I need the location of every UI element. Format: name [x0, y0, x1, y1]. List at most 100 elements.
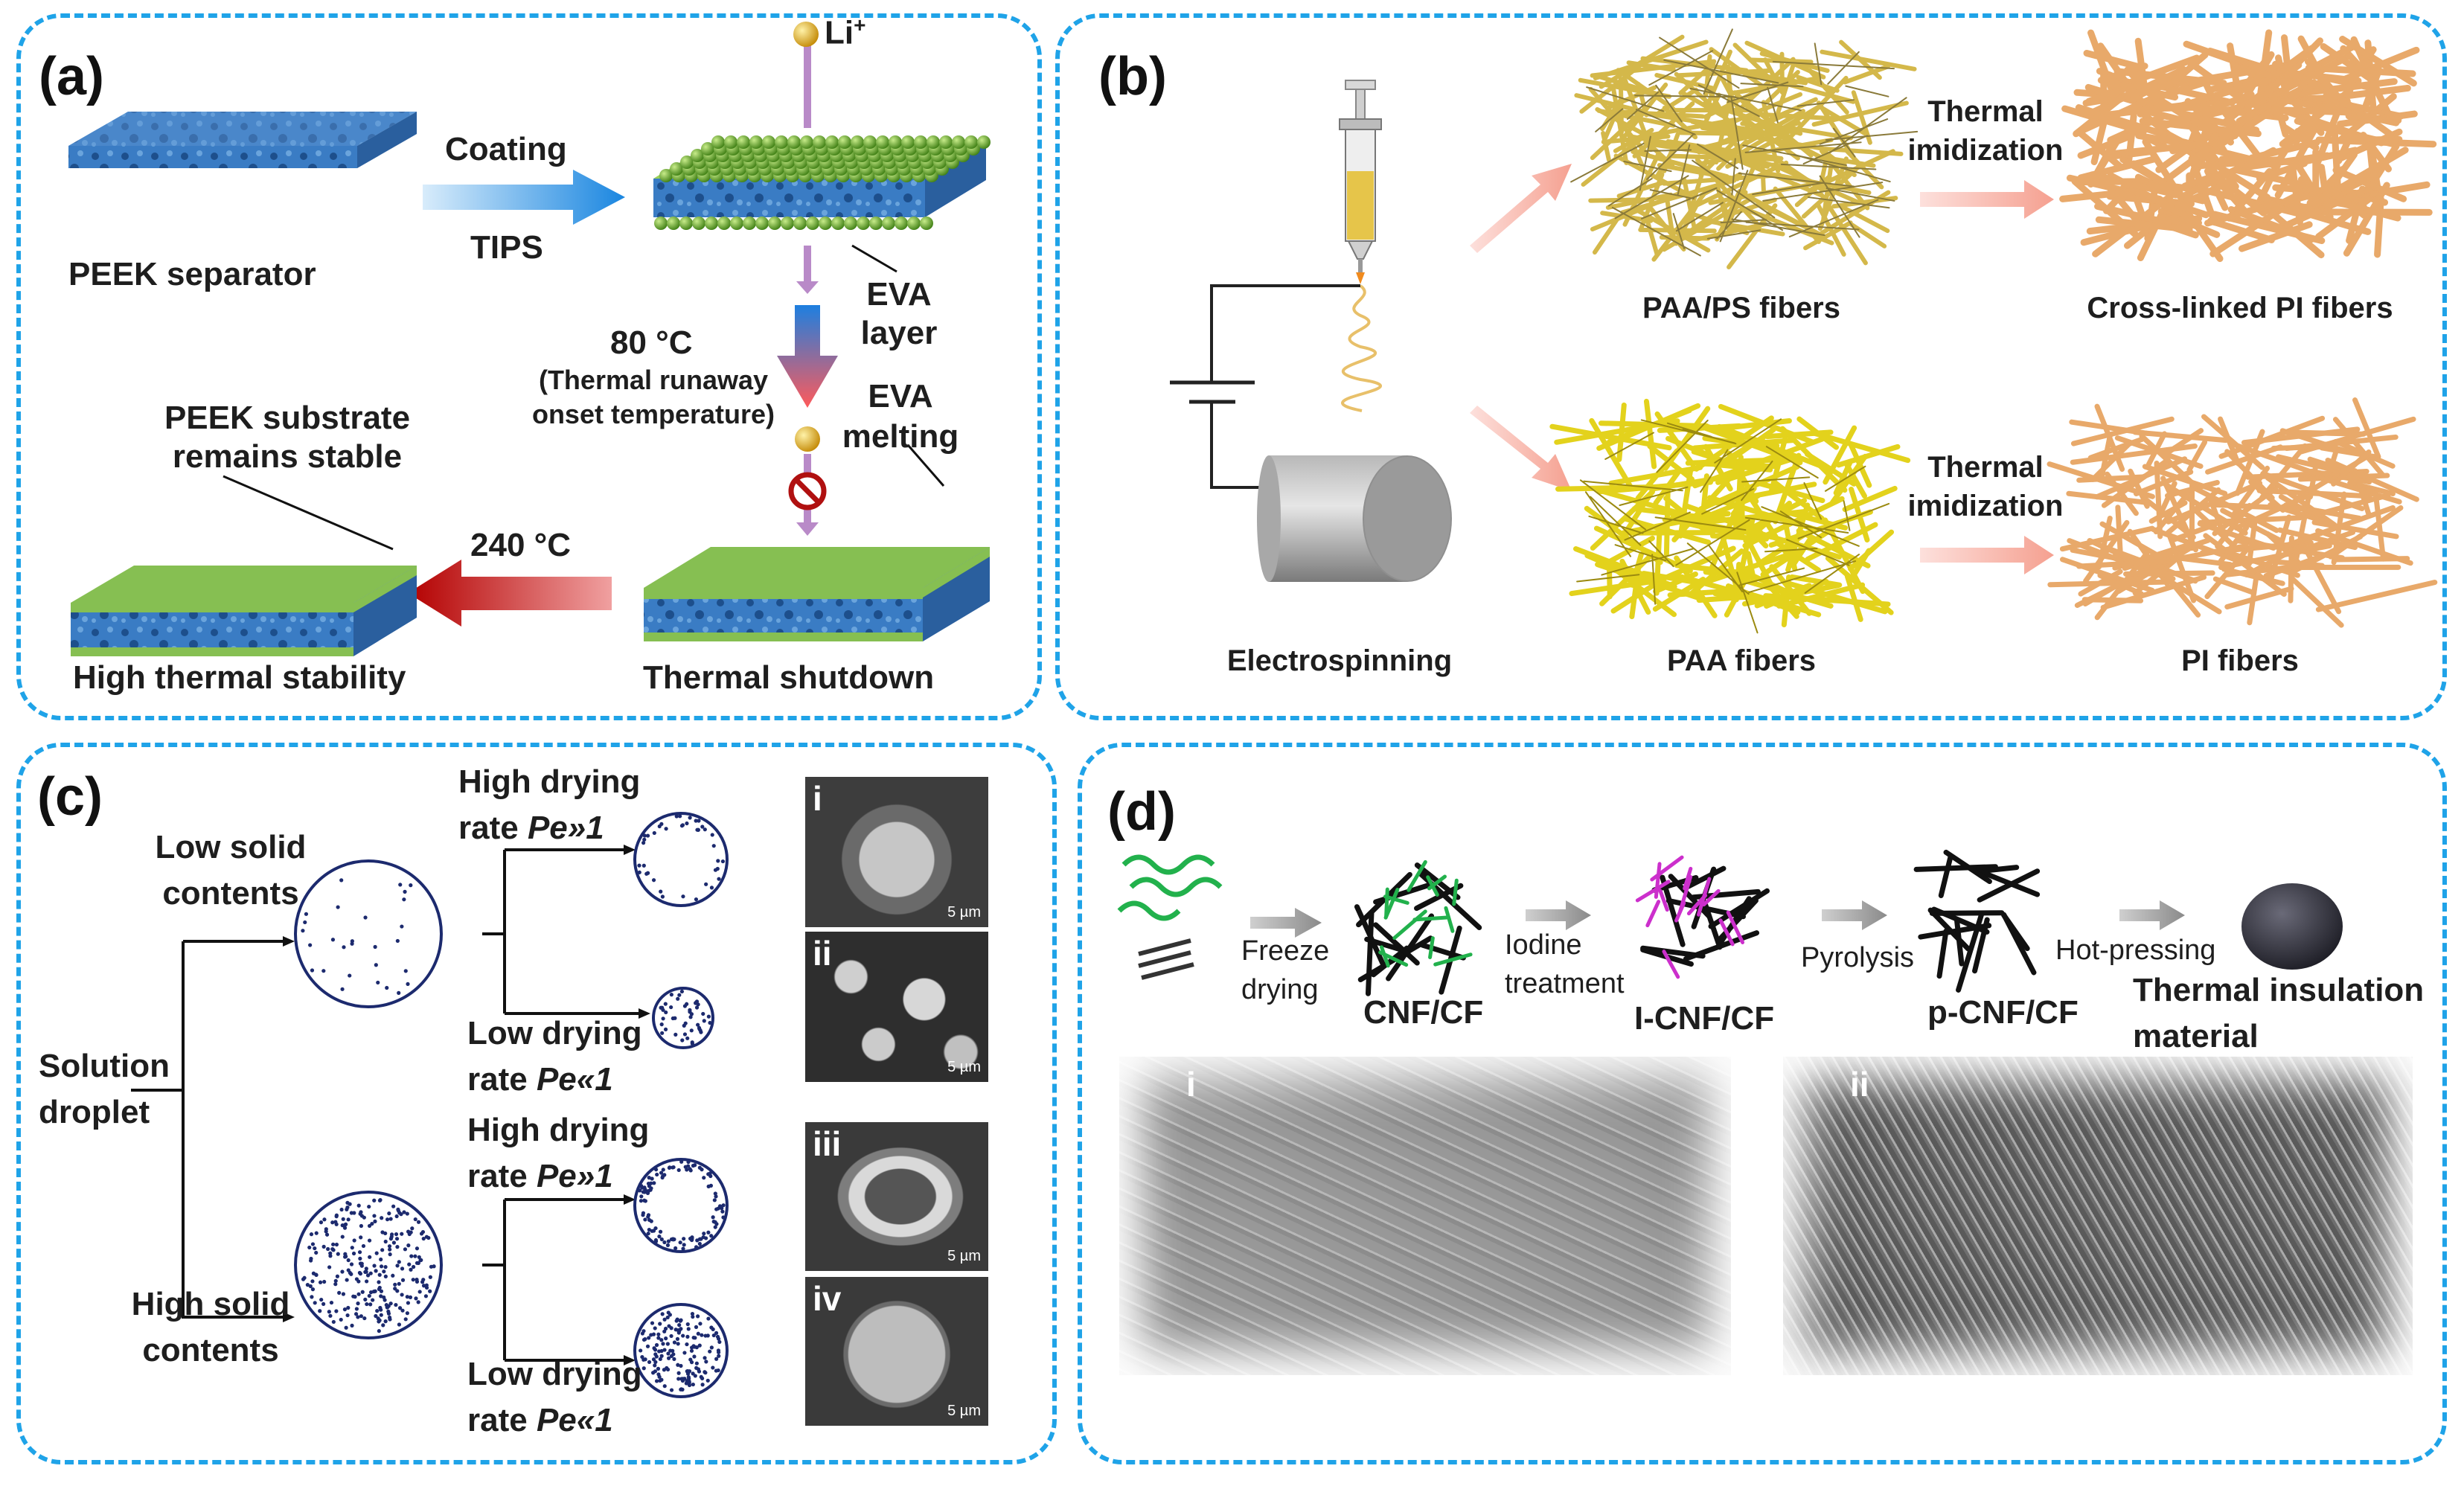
- sem-image-i: i 5 µm: [805, 777, 988, 927]
- iodine-line1: Iodine: [1505, 929, 1582, 961]
- freeze-drying-label: Freeze drying: [1241, 932, 1329, 1009]
- eva-melting-line2: melting: [842, 418, 959, 455]
- sem-ii-label: ii: [813, 934, 832, 973]
- high-thermal-stability-label: High thermal stability: [73, 659, 406, 696]
- hd2-rate: rate: [467, 1158, 537, 1194]
- iodine-treatment-label: Iodine treatment: [1505, 926, 1625, 1003]
- sem-iii-scale: 5 µm: [947, 1248, 981, 1264]
- p-cnf-cf-label: p-CNF/CF: [1927, 994, 2079, 1031]
- sem-image-iii: iii 5 µm: [805, 1122, 988, 1271]
- panel-a-frame: [16, 13, 1042, 720]
- cross-linked-pi-label: Cross-linked PI fibers: [2087, 292, 2393, 324]
- hd1-pe: Pe»1: [527, 810, 604, 846]
- high-drying-upper-label: High drying rate Pe»1: [458, 759, 640, 851]
- ld1-line2: rate Pe«1: [467, 1057, 642, 1103]
- ld2-line1: Low drying: [467, 1356, 642, 1392]
- thermal-shutdown-label: Thermal shutdown: [643, 659, 935, 696]
- hot-pressing-label: Hot-pressing: [2055, 935, 2216, 966]
- peek-substrate-line1: PEEK substrate: [164, 400, 411, 436]
- peek-substrate-line2: remains stable: [172, 438, 403, 475]
- panel-a-label: (a): [39, 47, 104, 106]
- tips-label: TIPS: [470, 229, 543, 266]
- li-text: Li: [825, 14, 854, 51]
- thermal-insulation-label: Thermal insulation material: [2133, 967, 2424, 1060]
- i-cnf-cf-label: I-CNF/CF: [1634, 1000, 1775, 1037]
- eva-layer-line1: EVA: [866, 276, 932, 313]
- ld1-rate: rate: [467, 1061, 537, 1098]
- sem-image-d-i: i: [1119, 1057, 1731, 1375]
- panel-d-label: (d): [1107, 782, 1176, 842]
- insulation-line2: material: [2133, 1018, 2259, 1054]
- sem-i-scale: 5 µm: [947, 904, 981, 920]
- hd2-pe: Pe»1: [536, 1158, 613, 1194]
- sem-d-i-label: i: [1186, 1065, 1196, 1104]
- peek-separator-label: PEEK separator: [68, 256, 316, 292]
- eva-layer-line2: layer: [860, 315, 938, 351]
- temp-240-label: 240 °C: [470, 527, 572, 563]
- sem-i-label: i: [813, 779, 822, 818]
- hd1-rate: rate: [458, 810, 528, 846]
- ld2-line2: rate Pe«1: [467, 1397, 642, 1444]
- sem-iii-label: iii: [813, 1124, 842, 1163]
- panel-d-frame: [1078, 743, 2447, 1464]
- thermal-imidization-top-line2: imidization: [1907, 134, 2064, 167]
- hd2-line1: High drying: [467, 1112, 650, 1148]
- panel-c-label: (c): [37, 767, 103, 827]
- freeze-line1: Freeze: [1241, 935, 1330, 967]
- cnf-cf-label: CNF/CF: [1363, 994, 1484, 1031]
- low-solid-line1: Low solid: [155, 829, 307, 865]
- panel-b-label: (b): [1098, 47, 1167, 106]
- coating-label: Coating: [445, 131, 567, 167]
- high-drying-lower-label: High drying rate Pe»1: [467, 1107, 649, 1200]
- freeze-line2: drying: [1241, 974, 1319, 1005]
- low-solid-label: Low solid contents: [134, 824, 327, 917]
- thermal-imidization-bottom-line2: imidization: [1907, 490, 2064, 522]
- li-ion-label: Li+: [825, 13, 865, 52]
- peek-substrate-label: PEEK substrate remains stable: [146, 399, 429, 476]
- sem-iv-label: iv: [813, 1279, 842, 1318]
- pi-fibers-label: PI fibers: [2181, 644, 2299, 677]
- insulation-line1: Thermal insulation: [2133, 972, 2425, 1008]
- sem-image-ii: ii 5 µm: [805, 932, 988, 1082]
- hd1-line1: High drying: [458, 763, 641, 800]
- temp-80-label: 80 °C: [610, 324, 693, 361]
- thermal-imidization-bottom-line1: Thermal: [1927, 451, 2044, 484]
- thermal-imidization-top-line1: Thermal: [1927, 95, 2044, 128]
- electrospinning-label: Electrospinning: [1226, 644, 1453, 677]
- eva-layer-label: EVA layer: [854, 275, 944, 353]
- high-solid-line2: contents: [142, 1332, 279, 1368]
- sem-image-iv: iv 5 µm: [805, 1277, 988, 1426]
- solution-line2: droplet: [39, 1094, 150, 1130]
- paa-ps-fibers-label: PAA/PS fibers: [1642, 292, 1840, 324]
- panel-c-frame: [16, 743, 1057, 1464]
- li-superscript: +: [854, 13, 866, 36]
- sem-d-ii-label: ii: [1850, 1065, 1869, 1104]
- sem-image-d-ii: ii: [1783, 1057, 2413, 1375]
- solution-droplet-label: Solution droplet: [39, 1043, 170, 1136]
- low-drying-lower-label: Low drying rate Pe«1: [467, 1351, 642, 1444]
- low-drying-upper-label: Low drying rate Pe«1: [467, 1011, 642, 1103]
- pyrolysis-label: Pyrolysis: [1801, 942, 1915, 973]
- runaway-line2: onset temperature): [531, 399, 775, 429]
- iodine-line2: treatment: [1505, 968, 1625, 999]
- solution-line1: Solution: [39, 1048, 170, 1084]
- low-solid-line2: contents: [162, 875, 299, 912]
- sem-iv-scale: 5 µm: [947, 1403, 981, 1419]
- ld2-pe: Pe«1: [536, 1402, 613, 1438]
- thermal-runaway-label: (Thermal runaway onset temperature): [512, 363, 795, 432]
- thermal-imidization-bottom-label: Thermal imidization: [1889, 448, 2082, 525]
- paa-fibers-label: PAA fibers: [1666, 644, 1817, 677]
- ld1-pe: Pe«1: [536, 1061, 613, 1098]
- eva-melting-line1: EVA: [868, 378, 933, 414]
- runaway-line1: (Thermal runaway: [538, 365, 769, 395]
- ld1-line1: Low drying: [467, 1015, 642, 1051]
- thermal-imidization-top-label: Thermal imidization: [1889, 92, 2082, 170]
- ld2-rate: rate: [467, 1402, 537, 1438]
- sem-ii-scale: 5 µm: [947, 1059, 981, 1075]
- panel-b-frame: [1055, 13, 2447, 720]
- eva-melting-label: EVA melting: [833, 377, 967, 457]
